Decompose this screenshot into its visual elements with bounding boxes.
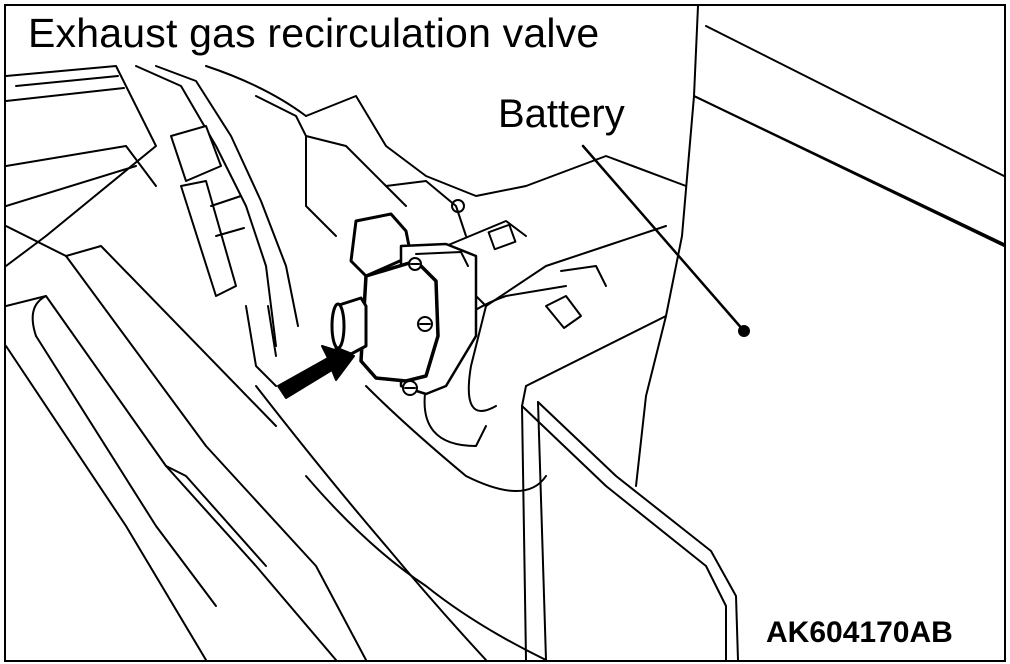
battery-label: Battery	[498, 92, 625, 136]
battery-leader-line	[581, 144, 750, 337]
engine-bay-illustration	[6, 6, 1004, 660]
left-panels	[6, 65, 367, 660]
diagram-frame: Exhaust gas recirculation valve Battery …	[4, 4, 1006, 662]
battery-shape	[521, 6, 1004, 660]
egr-valve	[330, 212, 478, 396]
figure-code: AK604170AB	[766, 616, 953, 649]
pointer-arrow	[277, 345, 355, 399]
diagram-title: Exhaust gas recirculation valve	[28, 10, 600, 56]
